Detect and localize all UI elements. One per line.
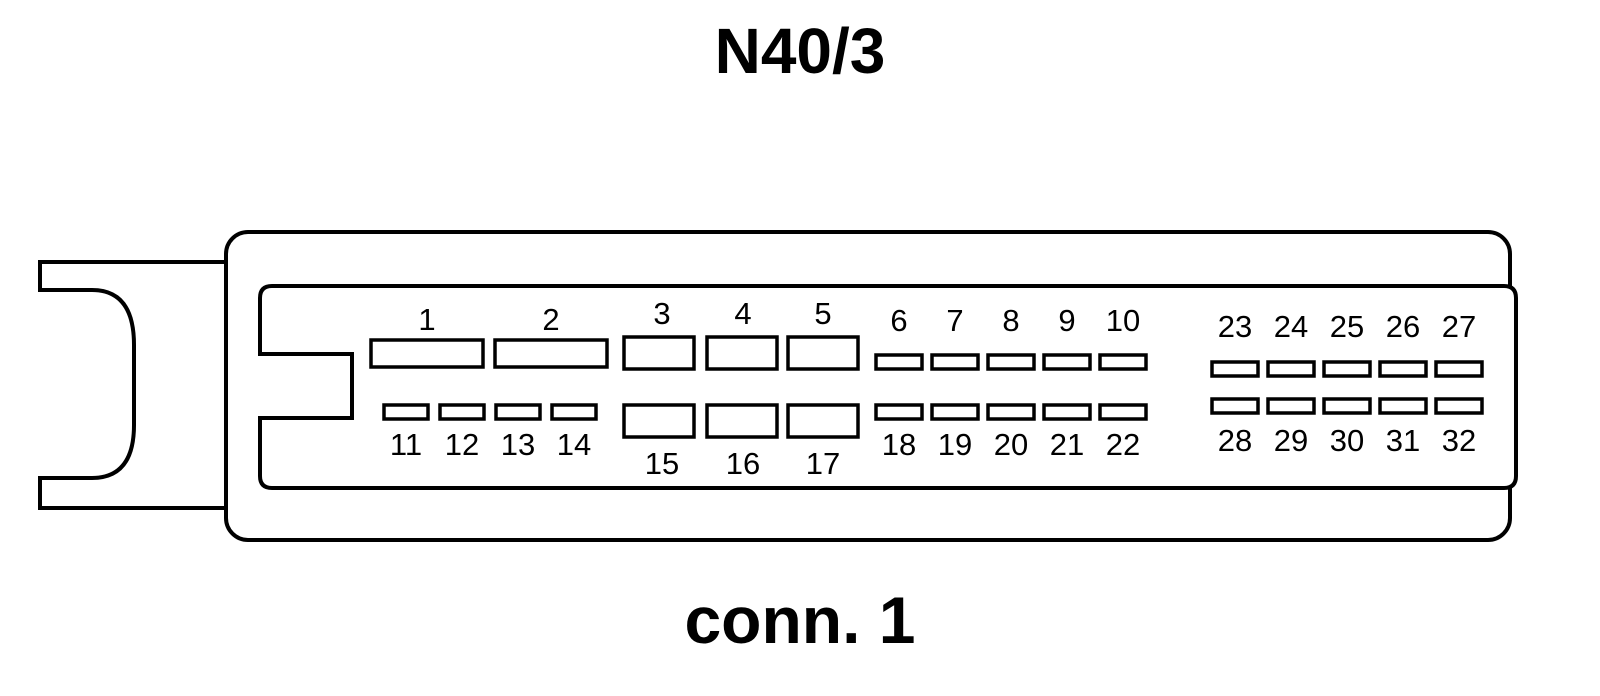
- pin-label-32: 32: [1442, 423, 1476, 458]
- terminal-16: [705, 403, 779, 439]
- connector-latch: [38, 260, 232, 510]
- terminal-20: [986, 403, 1036, 421]
- terminal-6: [874, 353, 924, 371]
- pin-label-13: 13: [501, 427, 535, 462]
- pin-label-5: 5: [814, 296, 831, 331]
- terminal-13: [494, 403, 542, 421]
- pin-label-7: 7: [946, 303, 963, 338]
- terminal-9: [1042, 353, 1092, 371]
- terminal-4: [705, 335, 779, 371]
- pin-label-21: 21: [1050, 427, 1084, 462]
- pin-label-10: 10: [1106, 303, 1140, 338]
- pin-label-25: 25: [1330, 309, 1364, 344]
- terminal-1: [369, 338, 485, 369]
- pin-label-28: 28: [1218, 423, 1252, 458]
- connector-subtitle: conn. 1: [684, 583, 916, 657]
- pin-label-6: 6: [890, 303, 907, 338]
- terminal-25: [1322, 360, 1372, 378]
- pin-label-23: 23: [1218, 309, 1252, 344]
- terminal-8: [986, 353, 1036, 371]
- pin-label-16: 16: [726, 446, 760, 481]
- pin-label-29: 29: [1274, 423, 1308, 458]
- pin-label-15: 15: [645, 446, 679, 481]
- pin-label-3: 3: [653, 296, 670, 331]
- pin-label-19: 19: [938, 427, 972, 462]
- pin-label-18: 18: [882, 427, 916, 462]
- pin-label-14: 14: [557, 427, 591, 462]
- terminal-15: [622, 403, 696, 439]
- terminal-17: [786, 403, 860, 439]
- terminal-3: [622, 335, 696, 371]
- terminal-7: [930, 353, 980, 371]
- terminal-14: [550, 403, 598, 421]
- terminal-29: [1266, 397, 1316, 415]
- terminal-21: [1042, 403, 1092, 421]
- pin-label-26: 26: [1386, 309, 1420, 344]
- terminal-28: [1210, 397, 1260, 415]
- terminal-26: [1378, 360, 1428, 378]
- connector-title: N40/3: [714, 15, 886, 87]
- pin-label-1: 1: [418, 302, 435, 337]
- terminal-32: [1434, 397, 1484, 415]
- pin-label-9: 9: [1058, 303, 1075, 338]
- pin-label-20: 20: [994, 427, 1028, 462]
- terminal-23: [1210, 360, 1260, 378]
- terminal-22: [1098, 403, 1148, 421]
- pin-label-11: 11: [390, 427, 422, 462]
- terminal-30: [1322, 397, 1372, 415]
- pin-label-31: 31: [1386, 423, 1420, 458]
- pin-label-4: 4: [734, 296, 751, 331]
- connector-cavity: [258, 284, 1518, 490]
- terminal-31: [1378, 397, 1428, 415]
- pin-label-8: 8: [1002, 303, 1019, 338]
- pin-label-22: 22: [1106, 427, 1140, 462]
- terminal-27: [1434, 360, 1484, 378]
- terminal-24: [1266, 360, 1316, 378]
- pin-label-17: 17: [806, 446, 840, 481]
- terminal-10: [1098, 353, 1148, 371]
- terminal-18: [874, 403, 924, 421]
- pin-label-27: 27: [1442, 309, 1476, 344]
- pin-label-2: 2: [542, 302, 559, 337]
- pin-label-24: 24: [1274, 309, 1308, 344]
- terminal-19: [930, 403, 980, 421]
- pin-label-30: 30: [1330, 423, 1364, 458]
- pin-label-12: 12: [445, 427, 479, 462]
- terminal-2: [493, 338, 609, 369]
- terminal-11: [382, 403, 430, 421]
- terminal-5: [786, 335, 860, 371]
- terminal-12: [438, 403, 486, 421]
